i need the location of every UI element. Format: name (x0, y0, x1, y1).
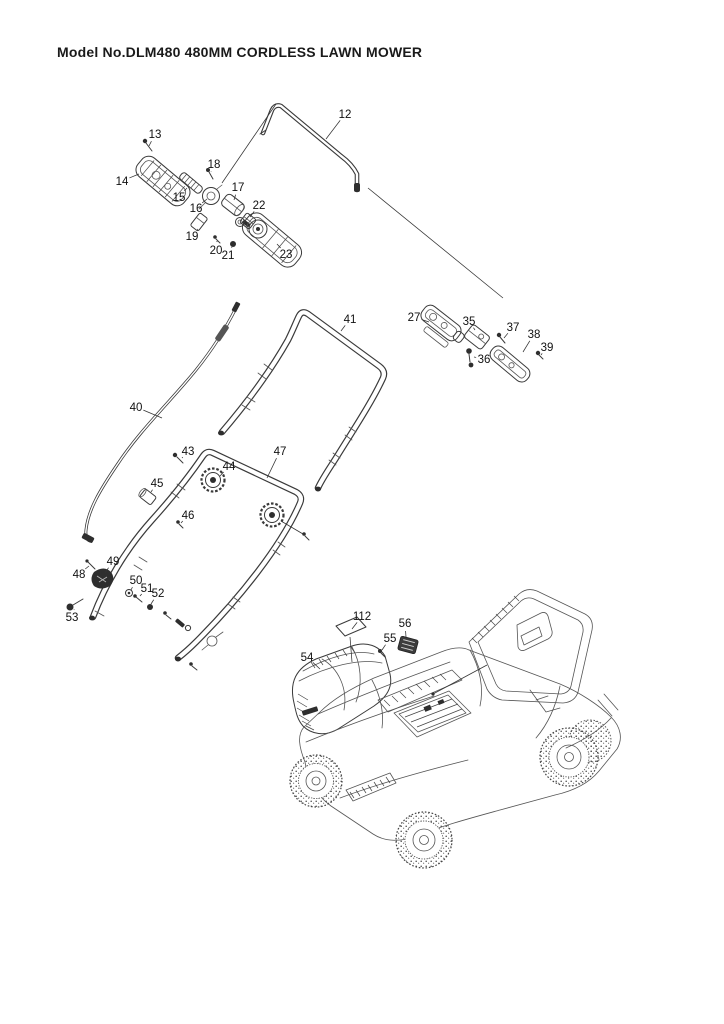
callout-44: 44 (223, 461, 236, 473)
callout-15: 15 (173, 192, 186, 204)
callout-49: 49 (107, 556, 120, 568)
lower-handle-drawing (89, 448, 305, 662)
leader-line-37 (503, 332, 509, 339)
mower-body-drawing (289, 589, 621, 869)
leader-line-19 (196, 228, 199, 231)
connector-line-0 (221, 103, 277, 184)
callout-20: 20 (210, 245, 223, 257)
callout-53: 53 (66, 612, 79, 624)
handle-mount-hardware-drawing (66, 559, 198, 671)
callout-12: 12 (339, 109, 352, 121)
callout-54: 54 (301, 652, 314, 664)
leader-line-23 (276, 243, 281, 249)
callout-40: 40 (130, 402, 143, 414)
lock-knob-drawing (200, 467, 226, 493)
leader-line-12 (325, 120, 341, 140)
switch-lever-assembly-drawing (135, 138, 303, 268)
callout-52: 52 (152, 588, 165, 600)
leader-line-17 (233, 194, 237, 201)
callout-48: 48 (73, 569, 86, 581)
callout-35: 35 (463, 316, 476, 328)
connector-line-4 (432, 664, 488, 695)
callout-56: 56 (399, 618, 412, 630)
leader-line-41 (340, 325, 346, 332)
callout-38: 38 (528, 329, 541, 341)
control-cable-drawing (81, 301, 241, 543)
leader-line-27 (421, 319, 430, 323)
battery-cover-drawing (292, 616, 419, 735)
leader-line-44 (219, 471, 224, 477)
callout-47: 47 (274, 446, 287, 458)
callout-18: 18 (208, 159, 221, 171)
leader-line-14 (129, 173, 140, 179)
upper-handle-drawing (218, 309, 388, 492)
callout-17: 17 (232, 182, 245, 194)
leader-line-45 (150, 489, 153, 493)
callout-13: 13 (149, 129, 162, 141)
leader-line-16 (201, 198, 208, 204)
leader-line-52 (150, 599, 155, 605)
callout-50: 50 (130, 575, 143, 587)
connector-lines (221, 103, 504, 695)
callout-37: 37 (507, 322, 520, 334)
leader-line-15 (184, 187, 188, 192)
leader-line-39 (540, 353, 543, 356)
callout-45: 45 (151, 478, 164, 490)
leader-line-38 (522, 340, 531, 353)
leader-line-22 (249, 211, 255, 218)
callout-22: 22 (253, 200, 266, 212)
handle-clamp-cluster-drawing (420, 304, 544, 383)
leader-line-43 (181, 456, 184, 459)
leader-line-47 (266, 458, 277, 479)
callout-43: 43 (182, 446, 195, 458)
connector-line-3 (280, 520, 304, 535)
callout-41: 41 (344, 314, 357, 326)
leader-line-48 (85, 565, 90, 570)
leader-line-46 (180, 520, 184, 524)
leader-line-54 (312, 662, 321, 670)
leader-line-55 (381, 644, 386, 651)
callout-14: 14 (116, 176, 129, 188)
callout-39: 39 (541, 342, 554, 354)
lock-knob-drawing (259, 502, 285, 528)
leader-line-13 (148, 140, 152, 147)
callout-36: 36 (478, 354, 491, 366)
leader-line-112 (351, 622, 358, 630)
callout-46: 46 (182, 510, 195, 522)
callout-23: 23 (280, 249, 293, 261)
handle-fasteners-drawing (138, 452, 310, 541)
callout-27: 27 (408, 312, 421, 324)
callout-16: 16 (190, 203, 203, 215)
leader-line-35 (473, 327, 476, 331)
leader-line-51 (139, 593, 143, 597)
connector-line-2 (349, 636, 353, 663)
leader-line-49 (104, 567, 109, 574)
leader-line-40 (143, 409, 163, 419)
callout-112: 112 (353, 611, 371, 623)
leader-line-50 (130, 586, 133, 591)
callout-21: 21 (222, 250, 235, 262)
callout-19: 19 (186, 231, 199, 243)
connector-line-1 (367, 187, 504, 299)
page-title: Model No.DLM480 480MM CORDLESS LAWN MOWE… (57, 44, 423, 60)
callout-55: 55 (384, 633, 397, 645)
callout-51: 51 (141, 583, 154, 595)
